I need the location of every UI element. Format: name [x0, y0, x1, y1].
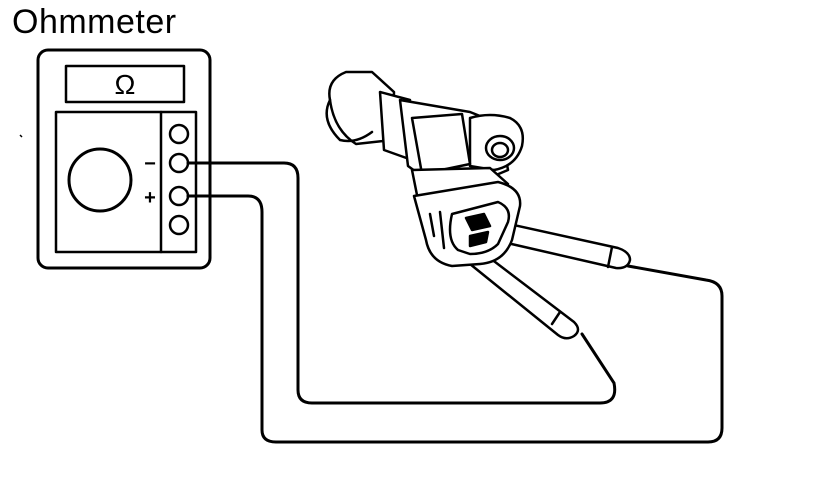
jack-4	[168, 214, 190, 236]
ohm-symbol: Ω	[115, 69, 136, 100]
upper-probe	[492, 220, 632, 270]
sensor-cylinder-end	[325, 98, 374, 143]
positive-lead-wire	[186, 194, 724, 444]
test-leads	[186, 161, 724, 444]
connector-rib-2	[428, 212, 436, 238]
lower-probe	[468, 250, 580, 340]
selector-dial	[67, 147, 133, 213]
diagram-title: Ohmmeter	[12, 3, 177, 41]
sensor-cylinder	[328, 70, 396, 146]
minus-label: −	[144, 153, 156, 175]
meter-case	[36, 48, 212, 270]
connector-latch	[464, 212, 492, 232]
connector-rib-1	[438, 210, 446, 250]
jack-plus	[168, 185, 190, 207]
meter-inner-panel	[54, 110, 198, 254]
mounting-hole-inner	[490, 141, 510, 159]
plus-label: +	[144, 187, 156, 209]
sensor	[325, 70, 524, 268]
connector-pin	[468, 230, 490, 248]
upper-probe-band	[606, 245, 614, 269]
lower-probe-band	[550, 310, 562, 326]
meter-case-detail	[19, 134, 23, 138]
jack-minus	[168, 152, 190, 174]
meter-display	[64, 64, 186, 104]
sensor-boss	[410, 112, 472, 176]
negative-lead-wire	[186, 161, 617, 405]
jack-1	[168, 123, 190, 145]
